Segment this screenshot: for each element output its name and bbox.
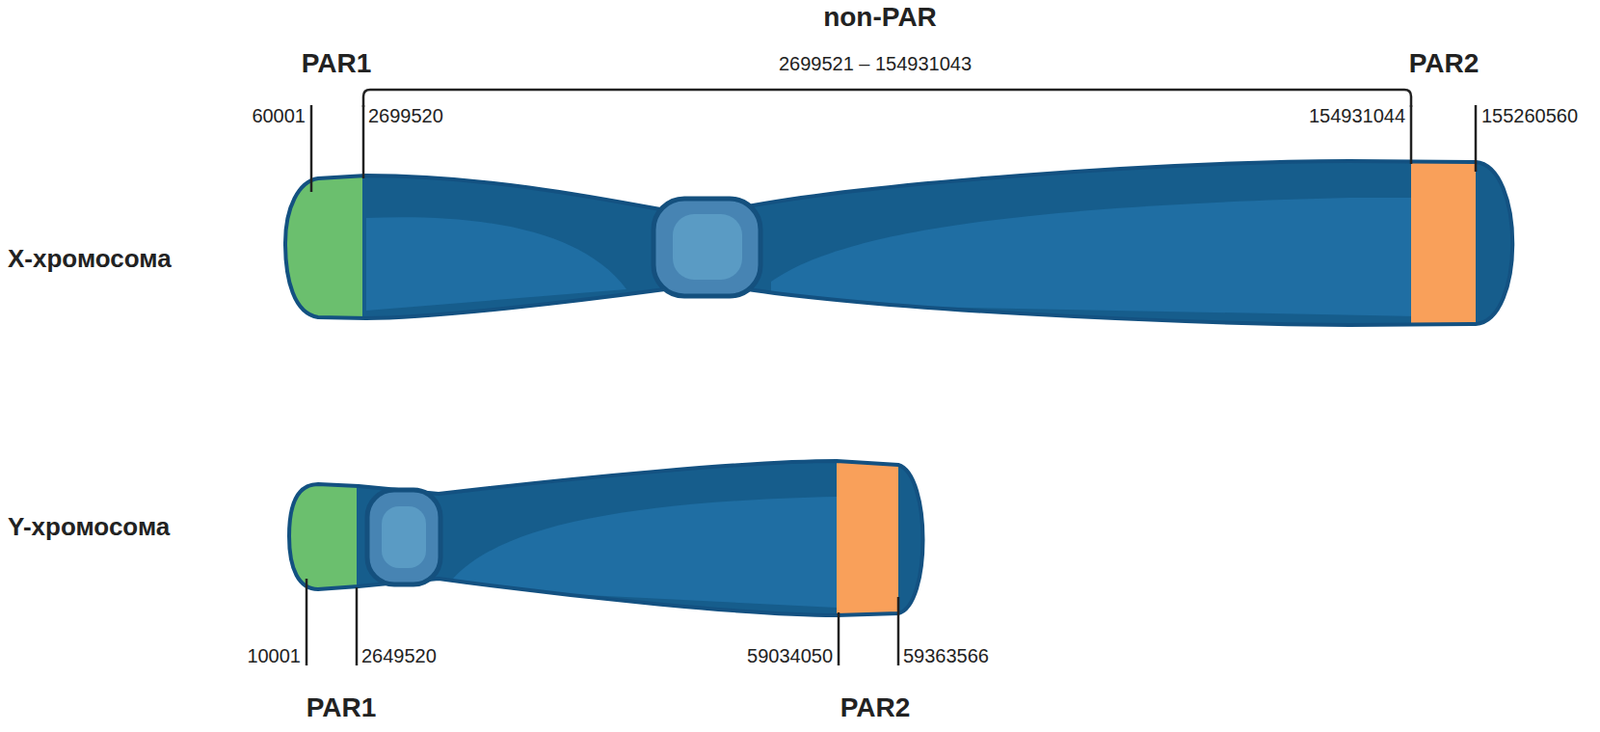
par2-band: [1411, 144, 1476, 338]
bracket: [363, 89, 1412, 107]
region-title: non-PAR: [823, 2, 937, 33]
coordinate-label: 60001: [251, 105, 306, 127]
coordinate-label: 2649520: [361, 644, 437, 667]
coordinate-label: 59034050: [746, 644, 833, 667]
chromosome-name: X-хромосома: [7, 244, 172, 273]
region-title: PAR2: [840, 693, 911, 723]
coordinate-label: 59363566: [903, 644, 989, 667]
coordinate-label: 2699520: [368, 105, 444, 127]
centromere: [367, 489, 441, 585]
coordinate-label: 10001: [246, 644, 301, 667]
region-title: PAR2: [1409, 49, 1480, 80]
coordinate-label: 155260560: [1481, 105, 1578, 127]
par1-band: [285, 144, 363, 338]
coordinate-label: 154931044: [1308, 105, 1406, 127]
chromosome-name: Y-хромосома: [7, 512, 170, 541]
par2-band: [836, 453, 899, 627]
x-chromosome: [285, 144, 1513, 338]
region-title: PAR1: [306, 693, 377, 723]
region-title: PAR1: [301, 49, 373, 80]
leader-lines: [306, 105, 1476, 666]
range-label: 2699521 – 154931043: [778, 53, 972, 75]
centromere: [653, 198, 761, 296]
y-chromosome: [289, 453, 924, 627]
